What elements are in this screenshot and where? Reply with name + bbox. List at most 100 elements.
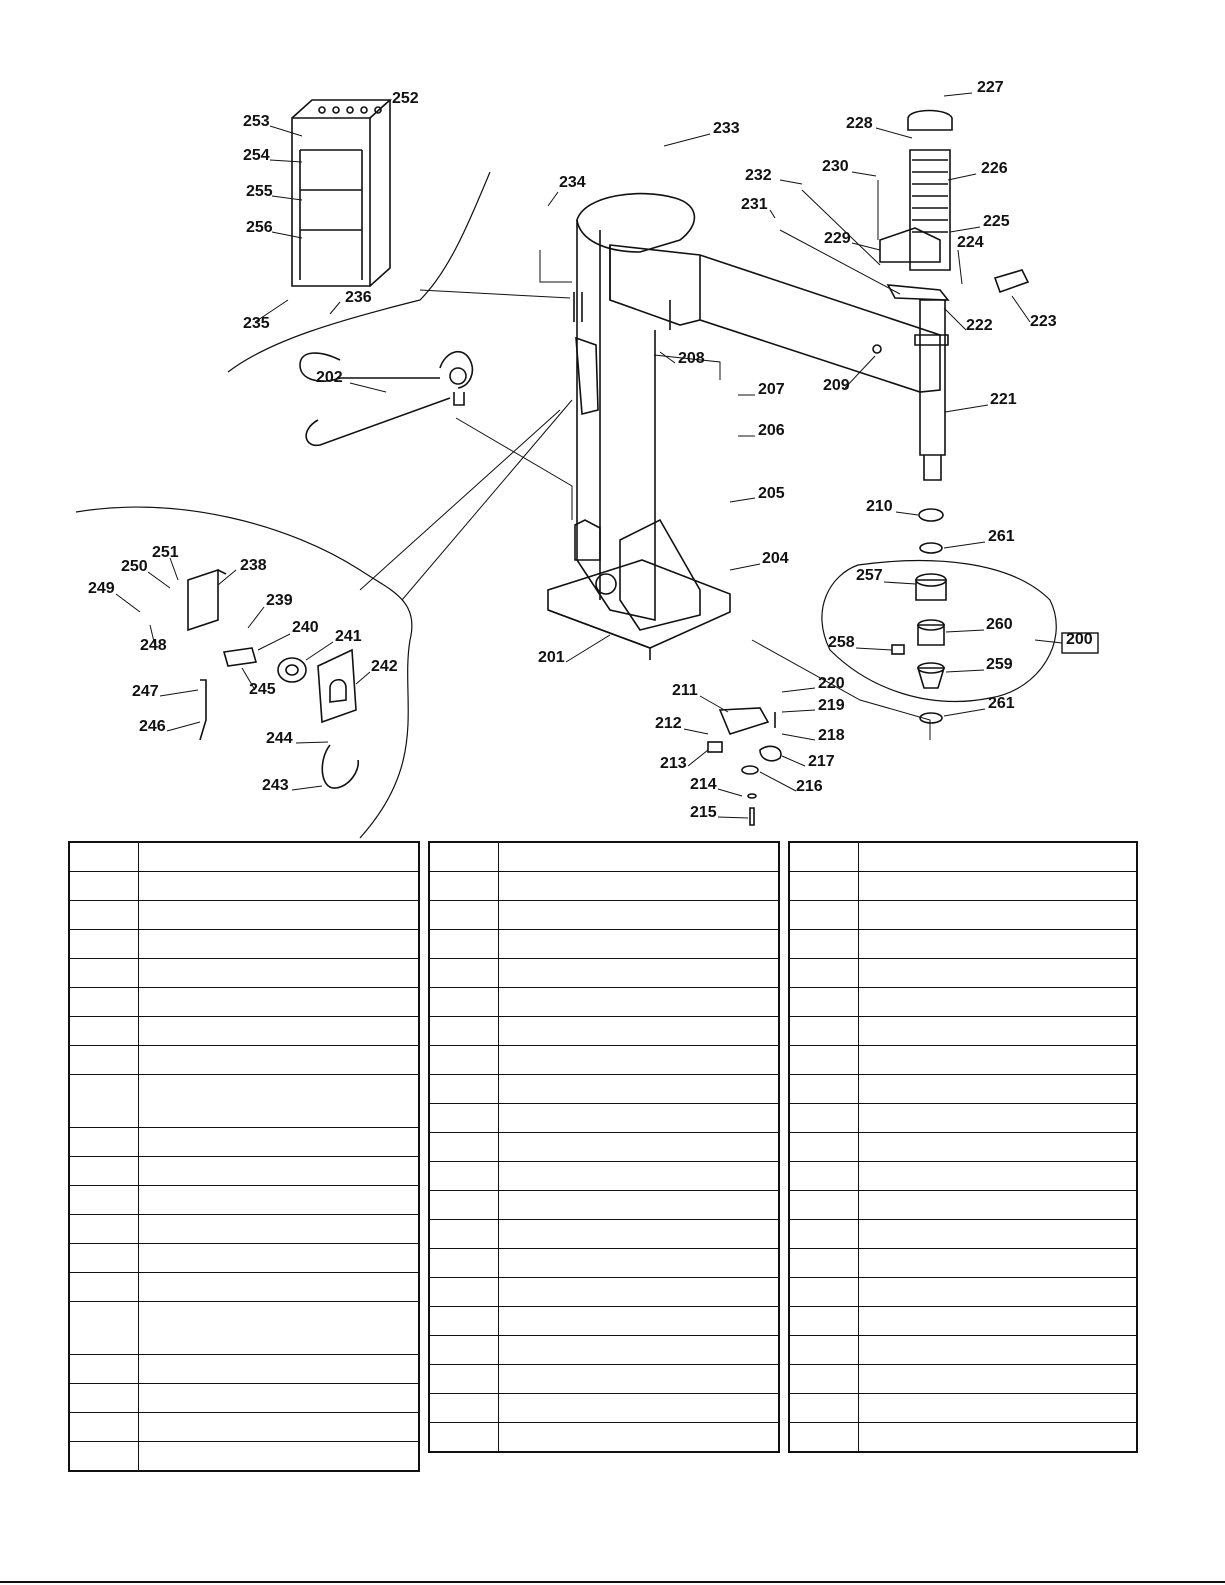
callout-215: 215 [690, 804, 717, 821]
description-cell [858, 1422, 1138, 1453]
part-number-cell [68, 841, 139, 872]
table-row [428, 871, 780, 901]
part-number-cell [788, 1103, 859, 1133]
table-row [428, 1277, 780, 1307]
description-cell [858, 987, 1138, 1017]
table-row [788, 1103, 1138, 1133]
table-row [68, 929, 420, 959]
callout-250: 250 [121, 558, 148, 575]
description-cell [138, 1243, 420, 1273]
table-row [68, 1243, 420, 1273]
part-number-cell [428, 1045, 499, 1075]
description-cell [858, 1074, 1138, 1104]
callout-236: 236 [345, 289, 372, 306]
callout-258: 258 [828, 634, 855, 651]
callout-230: 230 [822, 158, 849, 175]
part-number-cell [68, 958, 139, 988]
part-number-cell [68, 871, 139, 901]
table-row [788, 1219, 1138, 1249]
callout-218: 218 [818, 727, 845, 744]
description-cell [138, 929, 420, 959]
part-number-cell [428, 1161, 499, 1191]
description-cell [858, 1161, 1138, 1191]
part-number-cell [68, 1243, 139, 1273]
description-cell [498, 1248, 780, 1278]
description-cell [138, 1156, 420, 1186]
callout-243: 243 [262, 777, 289, 794]
callout-200: 200 [1066, 631, 1093, 648]
table-row [788, 1190, 1138, 1220]
part-number-cell [788, 1074, 859, 1104]
callout-228: 228 [846, 115, 873, 132]
table-row [68, 958, 420, 988]
part-number-cell [428, 871, 499, 901]
table-row [788, 1074, 1138, 1104]
part-number-cell [428, 1364, 499, 1394]
description-cell [858, 841, 1138, 872]
part-number-cell [68, 1074, 139, 1128]
description-cell [138, 1412, 420, 1442]
callout-223: 223 [1030, 313, 1057, 330]
callout-209: 209 [823, 377, 850, 394]
table-row [428, 1016, 780, 1046]
table-row [68, 1156, 420, 1186]
description-cell [138, 1272, 420, 1302]
part-number-cell [428, 1074, 499, 1104]
part-number-cell [428, 841, 499, 872]
callout-240: 240 [292, 619, 319, 636]
description-cell [138, 1074, 420, 1128]
description-cell [498, 1306, 780, 1336]
part-number-cell [428, 1306, 499, 1336]
table-row [428, 1190, 780, 1220]
part-number-cell [428, 900, 499, 930]
table-row [428, 900, 780, 930]
description-cell [498, 929, 780, 959]
callout-257: 257 [856, 567, 883, 584]
diagram-artwork [75, 92, 1099, 839]
table-row [788, 841, 1138, 872]
callout-232: 232 [745, 167, 772, 184]
callout-249: 249 [88, 580, 115, 597]
description-cell [138, 1383, 420, 1413]
callout-252: 252 [392, 90, 419, 107]
callout-210: 210 [866, 498, 893, 515]
callout-205: 205 [758, 485, 785, 502]
part-number-cell [788, 987, 859, 1017]
part-number-cell [428, 1335, 499, 1365]
callout-253: 253 [243, 113, 270, 130]
table-row [68, 1301, 420, 1355]
parts-table-column-2 [428, 841, 780, 1453]
table-row [68, 1441, 420, 1472]
description-cell [498, 1335, 780, 1365]
part-number-cell [428, 1422, 499, 1453]
description-cell [858, 1132, 1138, 1162]
detail-parts [187, 568, 360, 789]
callout-241: 241 [335, 628, 362, 645]
table-row [428, 929, 780, 959]
table-row [428, 841, 780, 872]
table-row [788, 1045, 1138, 1075]
part-number-cell [788, 1248, 859, 1278]
callout-225: 225 [983, 213, 1010, 230]
callout-212: 212 [655, 715, 682, 732]
part-number-cell [428, 1393, 499, 1423]
callout-221: 221 [990, 391, 1017, 408]
table-row [68, 1412, 420, 1442]
description-cell [498, 871, 780, 901]
table-row [428, 1161, 780, 1191]
part-number-cell [68, 1412, 139, 1442]
callout-202: 202 [316, 369, 343, 386]
clamp-parts [707, 707, 782, 826]
description-cell [498, 841, 780, 872]
description-cell [138, 1127, 420, 1157]
table-row [68, 1272, 420, 1302]
callout-261a: 261 [988, 528, 1015, 545]
part-number-cell [428, 1219, 499, 1249]
callout-245: 245 [249, 681, 276, 698]
callout-256: 256 [246, 219, 273, 236]
description-cell [138, 1354, 420, 1384]
part-number-cell [788, 1335, 859, 1365]
part-number-cell [428, 1277, 499, 1307]
leader-lines [115, 92, 1063, 819]
description-cell [498, 900, 780, 930]
